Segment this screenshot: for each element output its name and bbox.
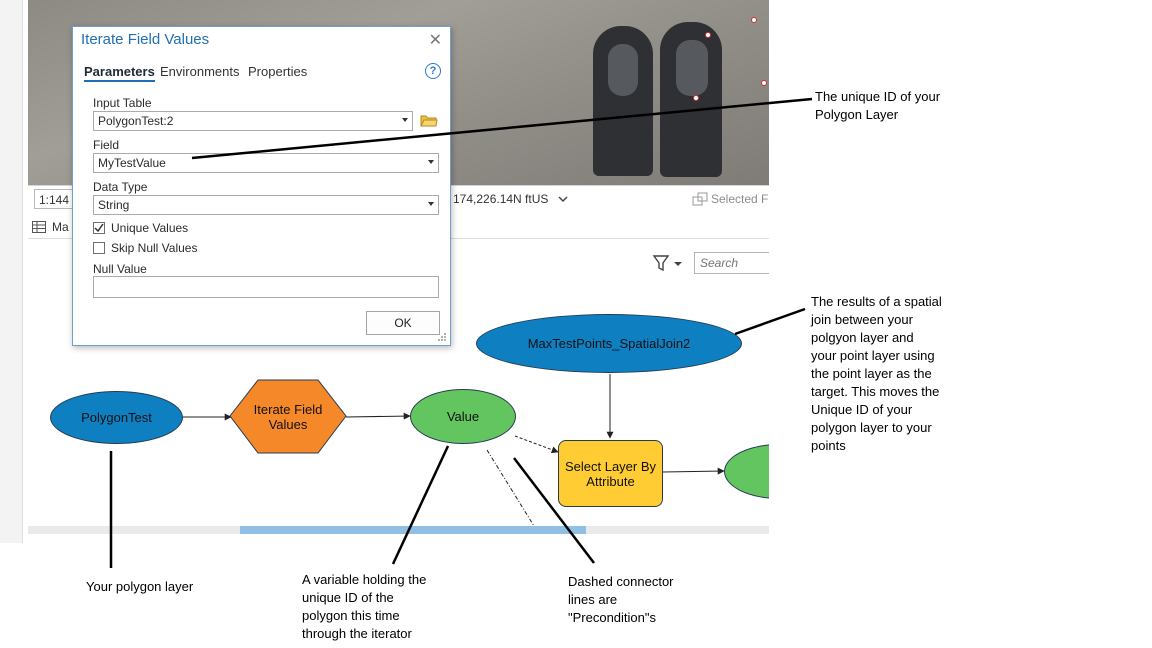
map-point bbox=[761, 80, 767, 86]
field-value: MyTestValue bbox=[98, 156, 166, 170]
checkmark-icon bbox=[94, 223, 104, 233]
close-icon[interactable]: ✕ bbox=[428, 32, 442, 49]
folder-icon[interactable] bbox=[420, 113, 438, 127]
search-input[interactable] bbox=[694, 252, 769, 274]
building-roof bbox=[608, 44, 638, 96]
input-table-select[interactable]: PolygonTest:2 bbox=[93, 111, 413, 131]
building-roof bbox=[676, 40, 708, 96]
spatial-join-node[interactable]: MaxTestPoints_SpatialJoin2 bbox=[476, 314, 742, 373]
leader-line bbox=[734, 307, 806, 336]
tab-properties[interactable]: Properties bbox=[248, 64, 308, 79]
iterate-field-values-dialog: Iterate Field Values ✕ Parameters Enviro… bbox=[72, 26, 451, 346]
leader-line bbox=[391, 445, 450, 565]
annotation-line: lines are bbox=[568, 592, 618, 607]
resize-grip-icon[interactable] bbox=[437, 332, 447, 342]
annotation-line: The results of a spatial bbox=[811, 294, 942, 309]
annotation-line: The unique ID of your bbox=[815, 89, 941, 104]
polygon-test-node[interactable]: PolygonTest bbox=[50, 391, 183, 444]
annotation-line: Unique ID of your bbox=[811, 402, 913, 417]
connector bbox=[345, 412, 411, 420]
iterate-field-values-label: Iterate Field Values bbox=[253, 402, 323, 432]
tab-parameters[interactable]: Parameters bbox=[84, 64, 155, 82]
chevron-down-icon[interactable] bbox=[558, 196, 568, 203]
annotation-spatial-join: The results of a spatial join between yo… bbox=[811, 293, 942, 455]
select-layer-by-attribute-node[interactable]: Select Layer By Attribute bbox=[558, 440, 663, 507]
map-point bbox=[693, 95, 699, 101]
annotation-line: Polygon Layer bbox=[815, 107, 899, 122]
horizontal-scrollbar-thumb[interactable] bbox=[240, 526, 586, 534]
skip-null-values-label: Skip Null Values bbox=[111, 241, 198, 255]
data-type-value: String bbox=[98, 198, 130, 212]
selection-icon bbox=[692, 192, 708, 206]
coordinate-text: 174,226.14N ftUS bbox=[453, 192, 549, 206]
annotation-line: your point layer using bbox=[811, 348, 935, 363]
chevron-down-icon bbox=[428, 160, 434, 164]
iterate-field-values-node[interactable] bbox=[229, 379, 347, 454]
annotation-line: Dashed connector bbox=[568, 574, 674, 589]
unique-values-label: Unique Values bbox=[111, 221, 189, 235]
data-type-select[interactable]: String bbox=[93, 195, 439, 215]
annotation-line: points bbox=[811, 438, 846, 453]
model-connectors bbox=[183, 374, 725, 527]
skip-null-values-checkbox[interactable] bbox=[93, 242, 105, 254]
help-icon[interactable]: ? bbox=[425, 63, 441, 79]
annotation-polygon-layer: Your polygon layer bbox=[86, 578, 193, 596]
null-value-label: Null Value bbox=[93, 262, 147, 276]
null-value-input[interactable] bbox=[93, 276, 439, 298]
connector bbox=[662, 467, 725, 475]
value-node[interactable]: Value bbox=[410, 389, 516, 444]
map-point bbox=[751, 17, 757, 23]
input-table-label: Input Table bbox=[93, 96, 152, 110]
map-point bbox=[705, 32, 711, 38]
map-points bbox=[693, 17, 767, 101]
precondition-connector bbox=[486, 449, 535, 527]
annotation-line: the point layer as the bbox=[811, 366, 932, 381]
selected-features[interactable]: Selected F bbox=[692, 192, 768, 206]
annotation-line: polygon this time bbox=[302, 608, 400, 623]
tab-environments[interactable]: Environments bbox=[160, 64, 240, 79]
precondition-connector bbox=[514, 435, 559, 454]
unique-values-checkbox[interactable] bbox=[93, 222, 105, 234]
panel-tab-label: Ma bbox=[52, 220, 69, 234]
annotation-line: through the iterator bbox=[302, 626, 412, 641]
selected-features-label: Selected F bbox=[711, 192, 769, 206]
field-label: Field bbox=[93, 138, 120, 152]
annotation-line: target. This moves the bbox=[811, 384, 940, 399]
filter-icon[interactable] bbox=[652, 254, 688, 272]
annotation-line: "Precondition"s bbox=[568, 610, 656, 625]
chevron-down-icon bbox=[402, 118, 408, 122]
dialog-title: Iterate Field Values bbox=[81, 31, 210, 48]
chevron-down-icon bbox=[428, 202, 434, 206]
annotation-line: unique ID of the bbox=[302, 590, 394, 605]
arcgis-window: 1:144 174,226.14N ftUS Selected F Ma bbox=[0, 0, 769, 543]
annotation-line: join between your bbox=[811, 312, 913, 327]
panel-tab[interactable]: Ma bbox=[32, 220, 69, 234]
ok-button[interactable]: OK bbox=[366, 311, 440, 335]
left-dock-strip bbox=[0, 0, 23, 543]
field-select[interactable]: MyTestValue bbox=[93, 153, 439, 173]
coordinate-readout: 174,226.14N ftUS bbox=[453, 192, 568, 206]
annotation-unique-id: The unique ID of your Polygon Layer bbox=[815, 88, 940, 124]
annotation-line: Your polygon layer bbox=[86, 579, 194, 594]
annotation-variable: A variable holding the unique ID of the … bbox=[302, 571, 426, 643]
annotation-dashed-connectors: Dashed connector lines are "Precondition… bbox=[568, 573, 674, 627]
annotation-line: A variable holding the bbox=[302, 572, 427, 587]
leader-line bbox=[513, 457, 595, 564]
annotation-line: polgyon layer and bbox=[811, 330, 914, 345]
input-table-value: PolygonTest:2 bbox=[98, 114, 174, 128]
leader-line bbox=[191, 97, 813, 160]
table-icon bbox=[32, 221, 46, 233]
annotation-line: polygon layer to your bbox=[811, 420, 932, 435]
data-type-label: Data Type bbox=[93, 180, 148, 194]
